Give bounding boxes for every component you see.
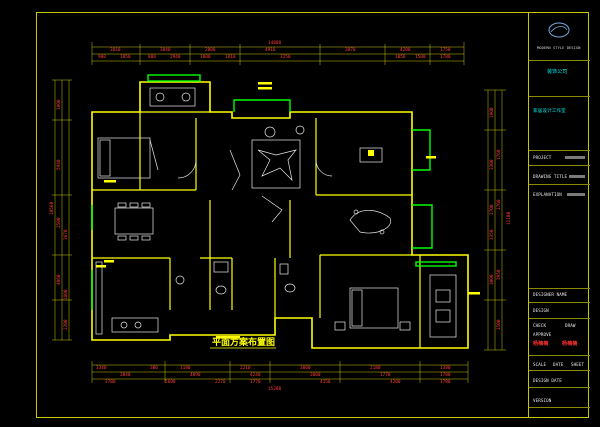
svg-text:3870: 3870 [345, 47, 356, 53]
svg-text:1850: 1850 [120, 54, 131, 60]
svg-text:1770: 1770 [380, 372, 391, 378]
top-dimension-chain [91, 42, 465, 65]
bottom-dimension-text: 3340 300 1180 2210 3000 2180 1380 3840 4… [96, 365, 451, 392]
svg-text:2210: 2210 [240, 365, 251, 371]
top-dimension-text: 14880 3010 3040 2800 4910 3870 4200 1750… [98, 40, 451, 60]
svg-text:1750: 1750 [440, 47, 451, 53]
explanation-label: EXPLANATION [533, 192, 562, 197]
svg-text:1760: 1760 [496, 149, 502, 160]
left-dimension-chain [52, 79, 72, 341]
svg-text:1000: 1000 [200, 54, 211, 60]
svg-text:1500: 1500 [496, 319, 502, 330]
drawing-title-label: DRAWING TITLE [533, 174, 568, 179]
draw-label: DRAW [565, 323, 576, 328]
svg-text:1500: 1500 [415, 54, 426, 60]
svg-text:900: 900 [98, 54, 106, 60]
tb-row-company [529, 60, 590, 61]
svg-text:4240: 4240 [250, 372, 261, 378]
svg-text:3000: 3000 [300, 365, 311, 371]
svg-text:2500: 2500 [56, 217, 62, 228]
svg-text:4060: 4060 [56, 274, 62, 285]
svg-text:1780: 1780 [440, 379, 451, 385]
svg-text:1810: 1810 [225, 54, 236, 60]
svg-text:1780: 1780 [440, 372, 451, 378]
svg-text:3300: 3300 [489, 159, 495, 170]
svg-text:1900: 1900 [489, 107, 495, 118]
svg-text:2940: 2940 [170, 54, 181, 60]
svg-text:4890: 4890 [190, 372, 201, 378]
svg-text:3340: 3340 [96, 365, 107, 371]
design-label: DESIGN [533, 308, 549, 313]
svg-text:800: 800 [148, 54, 156, 60]
svg-text:4910: 4910 [265, 47, 276, 53]
design-date-label: DESIGN DATE [533, 378, 562, 383]
svg-text:300: 300 [150, 365, 158, 371]
svg-text:4200: 4200 [390, 379, 401, 385]
svg-text:1760: 1760 [496, 199, 502, 210]
svg-text:5600: 5600 [165, 379, 176, 385]
drawing-frame [36, 12, 589, 418]
svg-text:1800: 1800 [56, 99, 62, 110]
svg-text:3000: 3000 [489, 274, 495, 285]
check-value: 杨楠楠 [562, 341, 578, 347]
svg-text:3010: 3010 [110, 47, 121, 53]
svg-text:1800: 1800 [63, 289, 69, 300]
svg-text:1700: 1700 [489, 204, 495, 215]
company-logo [548, 22, 570, 38]
svg-text:2270: 2270 [215, 379, 226, 385]
exterior-walls [91, 81, 469, 349]
furniture [95, 87, 457, 338]
svg-text:3780: 3780 [105, 379, 116, 385]
bottom-overall-dim: 15280 [268, 386, 282, 392]
svg-text:1200: 1200 [63, 319, 69, 330]
svg-text:3950: 3950 [496, 269, 502, 280]
draw-value: 杨楠楠 [533, 341, 549, 347]
svg-text:1180: 1180 [180, 365, 191, 371]
svg-text:3840: 3840 [120, 372, 131, 378]
svg-text:1380: 1380 [440, 365, 451, 371]
svg-text:2800: 2800 [205, 47, 216, 53]
yellow-tags [96, 82, 480, 339]
svg-text:5940: 5940 [56, 159, 62, 170]
svg-text:3350: 3350 [489, 229, 495, 240]
project-value-box [565, 156, 585, 159]
svg-text:3250: 3250 [280, 54, 291, 60]
interior-walls [92, 111, 421, 348]
svg-text:4150: 4150 [320, 379, 331, 385]
windows [91, 74, 457, 310]
svg-text:2180: 2180 [370, 365, 381, 371]
date-label: DATE [553, 362, 564, 367]
left-dimension-text: 10560 1800 5940 2500 4060 3670 1800 1200 [49, 99, 69, 330]
svg-text:3000: 3000 [310, 372, 321, 378]
sheet-label: SHEET [571, 362, 585, 367]
logo-text: MODERN STYLE DESIGN [537, 45, 581, 50]
plan-title: 平面方案布置图 [212, 336, 275, 348]
svg-text:3040: 3040 [160, 47, 171, 53]
project-label: PROJECT [533, 155, 552, 160]
scale-label: SCALE [533, 362, 547, 367]
approve-label: APPROVE [533, 332, 552, 337]
top-overall-dim: 14880 [268, 40, 282, 46]
version-label: VERSION [533, 398, 552, 403]
check-label: CHECK [533, 323, 547, 328]
svg-text:4200: 4200 [400, 47, 411, 53]
svg-text:1050: 1050 [395, 54, 406, 60]
title-block: MODERN STYLE DESIGN 装饰公司 家居设计工作室 PROJECT… [528, 12, 590, 418]
project-name: 家居设计工作室 [533, 109, 566, 114]
right-dimension-text: 11100 1900 3300 1700 3350 3000 1760 1760… [489, 107, 512, 330]
svg-text:1770: 1770 [250, 379, 261, 385]
bottom-dimension-chain [91, 361, 469, 383]
company-name: 装饰公司 [547, 69, 568, 75]
svg-text:11100: 11100 [506, 211, 512, 225]
svg-text:10560: 10560 [49, 201, 55, 215]
svg-text:1780: 1780 [440, 54, 451, 60]
svg-text:3670: 3670 [63, 229, 69, 240]
right-dimension-chain [484, 89, 506, 351]
designer-label: DESIGNER NAME [533, 292, 568, 297]
